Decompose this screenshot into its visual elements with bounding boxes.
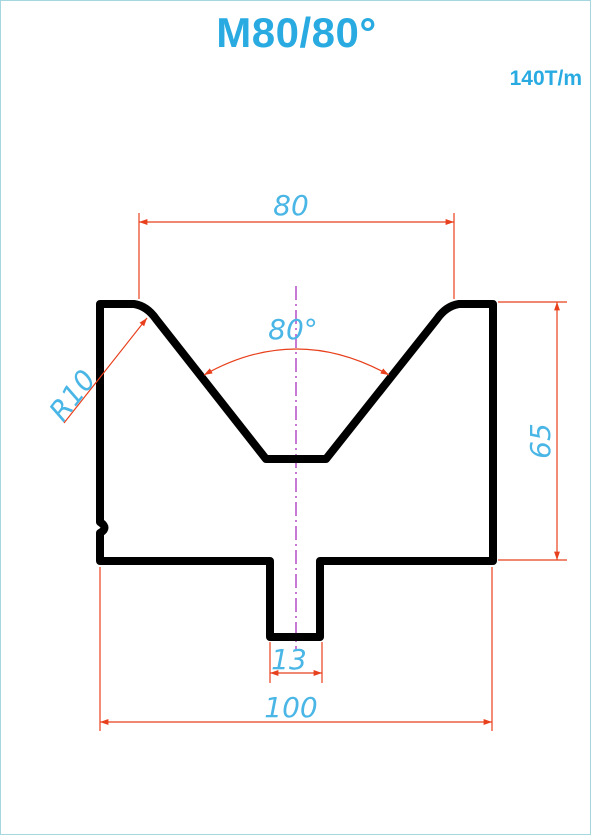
tonnage-label: 140T/m xyxy=(509,67,582,90)
height-label: 65 xyxy=(524,423,557,459)
opening-width-label: 80 xyxy=(273,189,309,222)
opening-angle-arc xyxy=(203,348,390,376)
height-dimension xyxy=(498,301,567,561)
tang-width-dimension xyxy=(269,642,323,683)
opening-width-dimension xyxy=(138,213,455,299)
radius-leader xyxy=(63,317,148,424)
opening-angle-label: 80° xyxy=(268,313,318,346)
die-profile-outline xyxy=(96,300,497,641)
radius-label: R10 xyxy=(43,364,103,428)
die-title: M80/80° xyxy=(216,9,377,56)
total-width-dimension xyxy=(99,567,493,731)
total-width-label: 100 xyxy=(264,691,317,724)
tang-width-label: 13 xyxy=(271,643,307,676)
